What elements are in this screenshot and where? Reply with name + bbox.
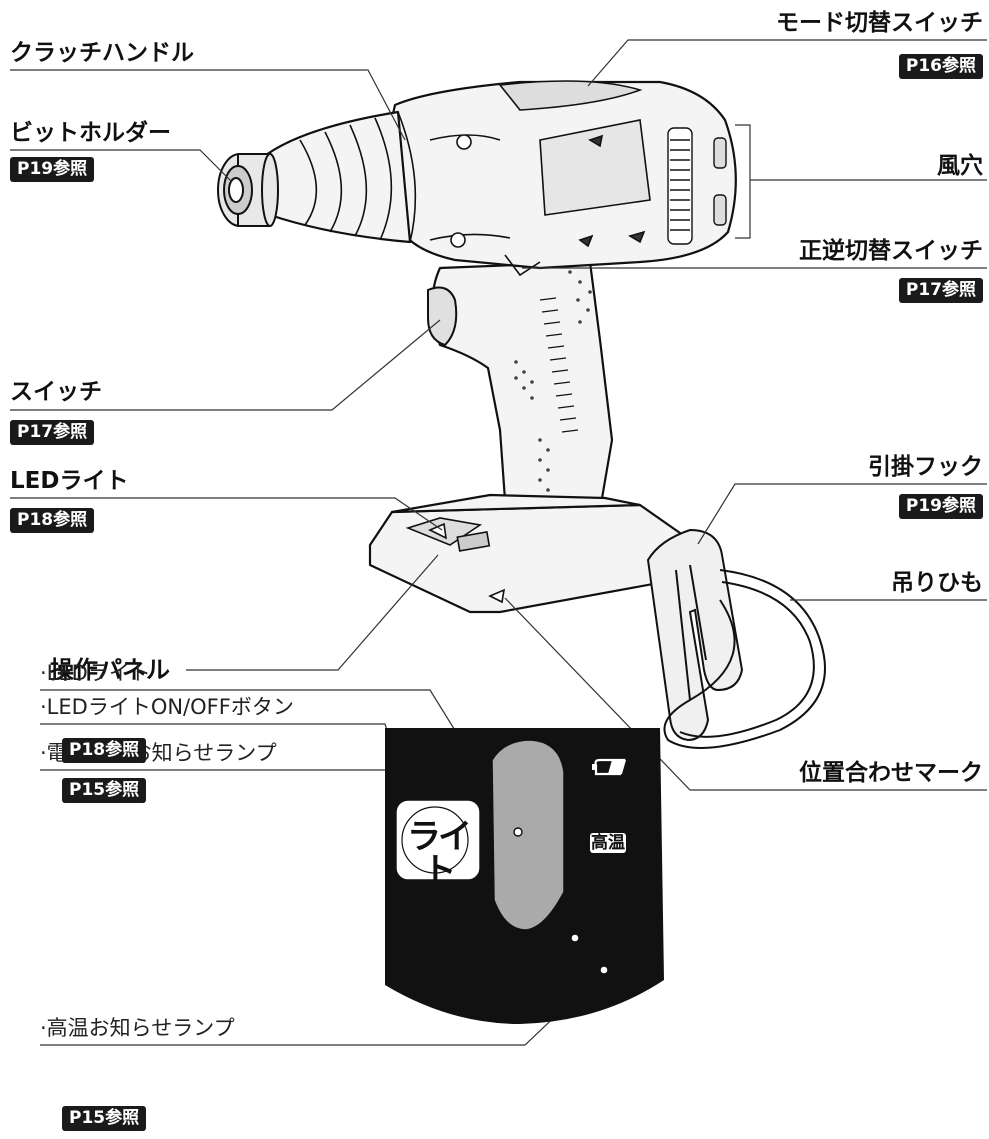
light-button <box>395 799 481 881</box>
belt-hook <box>646 528 744 742</box>
label-strap: 吊りひも <box>891 570 983 596</box>
ref-bit-holder: P19参照 <box>10 157 95 182</box>
strap <box>663 569 826 749</box>
grip-ribs <box>539 297 579 433</box>
label-panel-led-light: ·LEDライト <box>40 661 151 685</box>
label-alignment-mark: 位置合わせマーク <box>799 760 983 786</box>
label-clutch-handle: クラッチハンドル <box>10 40 194 66</box>
ref-reverse-switch: P17参照 <box>898 278 983 303</box>
drill-body <box>256 80 737 614</box>
led-lens-leader-dot <box>513 827 523 837</box>
vent-slots <box>667 127 727 245</box>
ref-led-light: P18参照 <box>10 508 95 533</box>
led-lens <box>491 739 565 931</box>
ref-switch: P17参照 <box>10 420 95 445</box>
ref-mode-switch: P16参照 <box>898 54 983 79</box>
label-led-button: ·LEDライトON/OFFボタン <box>40 695 294 719</box>
label-reverse-switch: 正逆切替スイッチ <box>799 238 983 264</box>
clutch-ribs <box>299 111 417 243</box>
ref-hook: P19参照 <box>898 494 983 519</box>
label-led-light: LEDライト <box>10 468 129 494</box>
label-bit-holder: ビットホルダー <box>10 120 171 146</box>
label-high-temp-lamp: ·高温お知らせランプ <box>40 1016 235 1040</box>
battery-low-icon <box>592 758 626 776</box>
label-switch: スイッチ <box>10 379 102 405</box>
light-button-text: ライト <box>407 817 472 891</box>
label-control-panel: 操作パネル <box>50 656 170 684</box>
ref-high-temp: P15参照 <box>62 1106 147 1131</box>
ref-led-button: P18参照 <box>62 738 147 763</box>
control-panel-face <box>385 728 664 1024</box>
label-vent: 風穴 <box>937 153 983 179</box>
grip-dots <box>514 270 592 492</box>
bit-holder-chuck <box>217 153 279 227</box>
trigger <box>427 286 458 347</box>
label-hook: 引掛フック <box>868 454 983 480</box>
high-temp-text: 高温 <box>591 833 625 853</box>
ref-low-voltage: P15参照 <box>62 778 147 803</box>
label-mode-switch: モード切替スイッチ <box>776 10 983 36</box>
high-temp-badge <box>590 833 626 853</box>
housing-details <box>429 80 651 277</box>
